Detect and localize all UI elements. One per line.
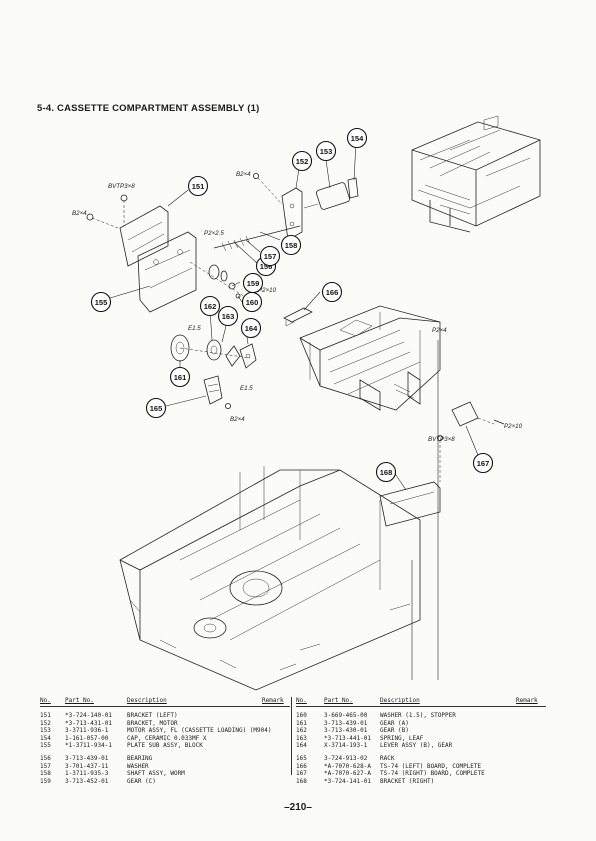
header-description: Description <box>380 697 420 704</box>
left-bracket-plate-assembly <box>86 194 197 313</box>
fastener-labels: BVTP3×8 B2×4 B2×4 P2×2.5 P2×10 E1.5 E1.5… <box>72 171 523 443</box>
svg-text:155: 155 <box>95 298 108 307</box>
callout-157: 157 <box>259 245 281 267</box>
callout-bubbles: 151 152 153 154 155 156 157 158 159 160 … <box>90 127 494 483</box>
label-bvtp3x8-top: BVTP3×8 <box>108 183 135 190</box>
callout-165: 165 <box>145 397 167 419</box>
assembled-view-inset <box>411 115 541 233</box>
right-bracket <box>379 434 443 527</box>
callout-168: 168 <box>375 461 397 483</box>
label-p2x10-right: P2×10 <box>504 423 523 430</box>
svg-text:157: 157 <box>264 252 277 261</box>
header-part-no: Part No. <box>65 697 94 704</box>
label-p2x4: P2×4 <box>432 327 447 334</box>
page-number: –210– <box>284 802 312 813</box>
svg-text:168: 168 <box>380 468 393 477</box>
label-b2x4-bottom: B2×4 <box>230 416 245 423</box>
table-header: No. Part No. Description Remark <box>40 697 290 707</box>
svg-text:153: 153 <box>320 147 333 156</box>
callout-164: 164 <box>240 317 262 339</box>
lower-mechanism-chassis <box>119 466 421 691</box>
callout-161: 161 <box>169 366 191 388</box>
callout-167: 167 <box>472 452 494 474</box>
svg-text:163: 163 <box>222 312 235 321</box>
callout-151: 151 <box>187 175 209 197</box>
header-no: No. <box>296 697 307 704</box>
svg-text:154: 154 <box>351 134 364 143</box>
svg-text:152: 152 <box>296 157 309 166</box>
label-p2x10-mid: P2×10 <box>258 287 277 294</box>
parts-table-left: No. Part No. Description Remark 151*3-72… <box>40 697 290 785</box>
svg-text:158: 158 <box>285 241 298 250</box>
callout-160: 160 <box>241 291 263 313</box>
label-e1-5-a: E1.5 <box>188 325 201 332</box>
worm-shaft-assembly <box>189 225 301 301</box>
callout-166: 166 <box>321 281 343 303</box>
svg-text:164: 164 <box>245 324 258 333</box>
label-b2x4-top: B2×4 <box>236 171 251 178</box>
callout-158: 158 <box>280 234 302 256</box>
label-p2x2-5: P2×2.5 <box>204 230 224 237</box>
section-title: 5-4. CASSETTE COMPARTMENT ASSEMBLY (1) <box>37 103 260 114</box>
header-description: Description <box>127 697 167 704</box>
motor-bracket-assembly <box>252 172 359 241</box>
callout-152: 152 <box>291 150 313 172</box>
callout-153: 153 <box>315 140 337 162</box>
callout-leaders <box>109 141 481 491</box>
label-e1-5-b: E1.5 <box>240 385 253 392</box>
callout-159: 159 <box>242 272 264 294</box>
header-part-no: Part No. <box>324 697 353 704</box>
svg-text:167: 167 <box>477 459 490 468</box>
header-remark: Remark <box>516 697 538 704</box>
svg-text:166: 166 <box>326 288 339 297</box>
table-header: No. Part No. Description Remark <box>296 697 546 707</box>
cassette-compartment-frame <box>299 305 441 411</box>
callout-154: 154 <box>346 127 368 149</box>
column-divider <box>291 697 292 775</box>
svg-text:162: 162 <box>204 302 217 311</box>
header-no: No. <box>40 697 51 704</box>
svg-text:159: 159 <box>247 279 260 288</box>
callout-155: 155 <box>90 291 112 313</box>
svg-text:160: 160 <box>246 298 259 307</box>
label-b2x4-left: B2×4 <box>72 210 87 217</box>
ts74-right-board <box>451 401 505 427</box>
ts74-left-board <box>283 307 313 327</box>
svg-text:161: 161 <box>174 373 187 382</box>
svg-text:156: 156 <box>260 262 273 271</box>
svg-text:165: 165 <box>150 404 163 413</box>
header-remark: Remark <box>262 697 284 704</box>
label-bvtp3x8-right: BVTP3×8 <box>428 436 455 443</box>
callout-162: 162 <box>199 295 221 317</box>
callout-163: 163 <box>217 305 239 327</box>
svg-text:151: 151 <box>192 182 205 191</box>
